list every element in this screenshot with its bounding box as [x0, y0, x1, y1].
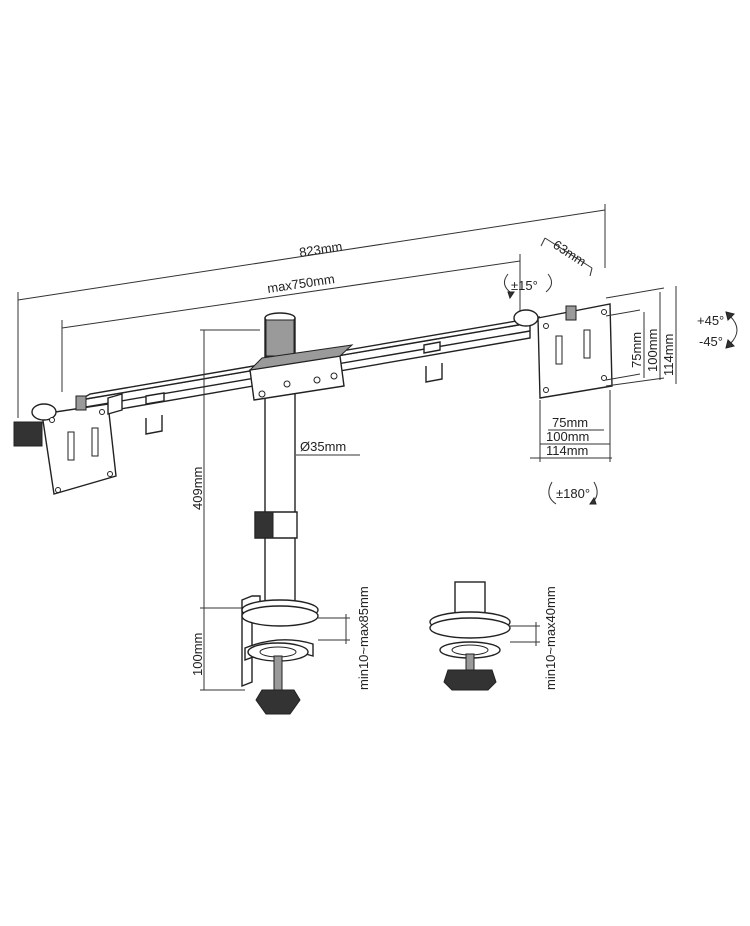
rotate-indicator: ±180° [548, 481, 598, 505]
vesa-100-height-label: 100mm [645, 329, 660, 372]
swivel-label: ±15° [511, 278, 538, 293]
arm-depth-label: 63mm [550, 237, 588, 269]
arm-depth-dimension: 63mm [540, 237, 593, 277]
pole-height-dimension: 409mm [190, 329, 260, 609]
pole-diameter-dimension: Ø35mm [296, 439, 360, 456]
rotate-label: ±180° [556, 486, 590, 501]
center-mount [248, 344, 354, 401]
right-vesa-plate [513, 287, 665, 399]
overall-width-label: 823mm [298, 239, 343, 260]
tilt-down-label: -45° [699, 334, 723, 349]
desk-clamp [241, 595, 319, 715]
grommet-range-dimension: min10~max40mm [510, 586, 558, 690]
pole-height-label: 409mm [190, 467, 205, 510]
vesa-width-dimensions: 75mm 100mm 114mm [530, 390, 612, 462]
clamp-height-dimension: 100mm [190, 608, 245, 691]
vesa-75-height-label: 75mm [629, 332, 644, 368]
max-width-label: max750mm [266, 271, 335, 296]
clamp-height-label: 100mm [190, 633, 205, 676]
overall-width-dimension: 823mm [17, 204, 606, 418]
vesa-height-dimensions: 75mm 100mm 114mm [629, 286, 677, 384]
tilt-indicator: +45° -45° [697, 311, 738, 349]
vesa-75-width-label: 75mm [552, 415, 588, 430]
grommet-range-label: min10~max40mm [543, 586, 558, 690]
pole-diameter-label: Ø35mm [300, 439, 346, 454]
vesa-114-width-label: 114mm [546, 443, 588, 458]
left-vesa-plate [13, 393, 123, 495]
tilt-up-label: +45° [697, 313, 724, 328]
swivel-indicator: ±15° [504, 273, 552, 300]
vesa-114-height-label: 114mm [661, 334, 676, 376]
grommet-mount [429, 581, 511, 691]
vesa-100-width-label: 100mm [546, 429, 589, 444]
clamp-range-label: min10~max85mm [356, 586, 371, 690]
clamp-range-dimension: min10~max85mm [318, 586, 371, 690]
